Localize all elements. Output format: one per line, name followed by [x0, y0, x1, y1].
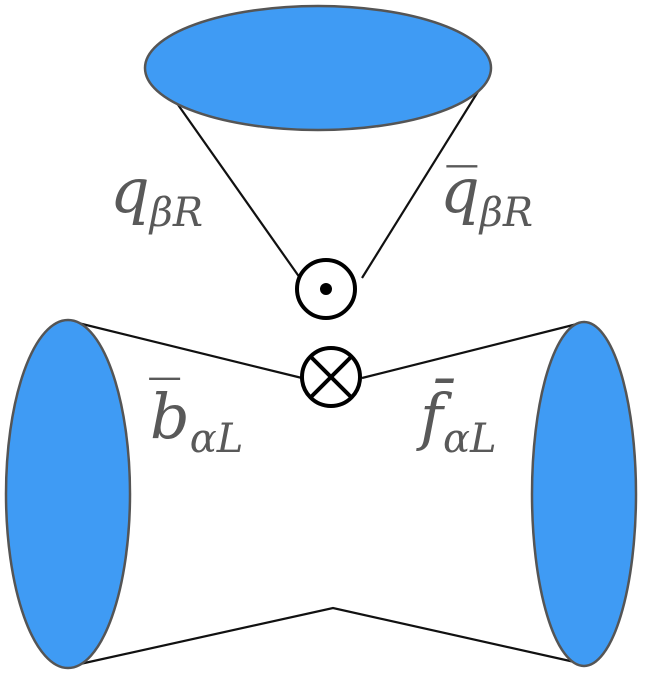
line-left-upper	[69, 319, 303, 380]
label-qbar-right: q̅βR	[440, 154, 533, 236]
dot-vertex-icon	[295, 258, 357, 320]
times-vertex-icon	[300, 346, 362, 408]
line-bottom	[79, 606, 589, 667]
label-q-left: qβR	[110, 154, 203, 236]
right-blob	[530, 320, 638, 668]
line-top-right	[361, 81, 485, 279]
line-right-upper	[361, 320, 586, 380]
left-blob	[4, 318, 132, 670]
line-top-left	[161, 81, 301, 279]
top-blob	[143, 4, 493, 132]
label-bbar-left: b̅αL	[149, 378, 243, 462]
label-fbar-right: f̄αL	[416, 378, 497, 462]
